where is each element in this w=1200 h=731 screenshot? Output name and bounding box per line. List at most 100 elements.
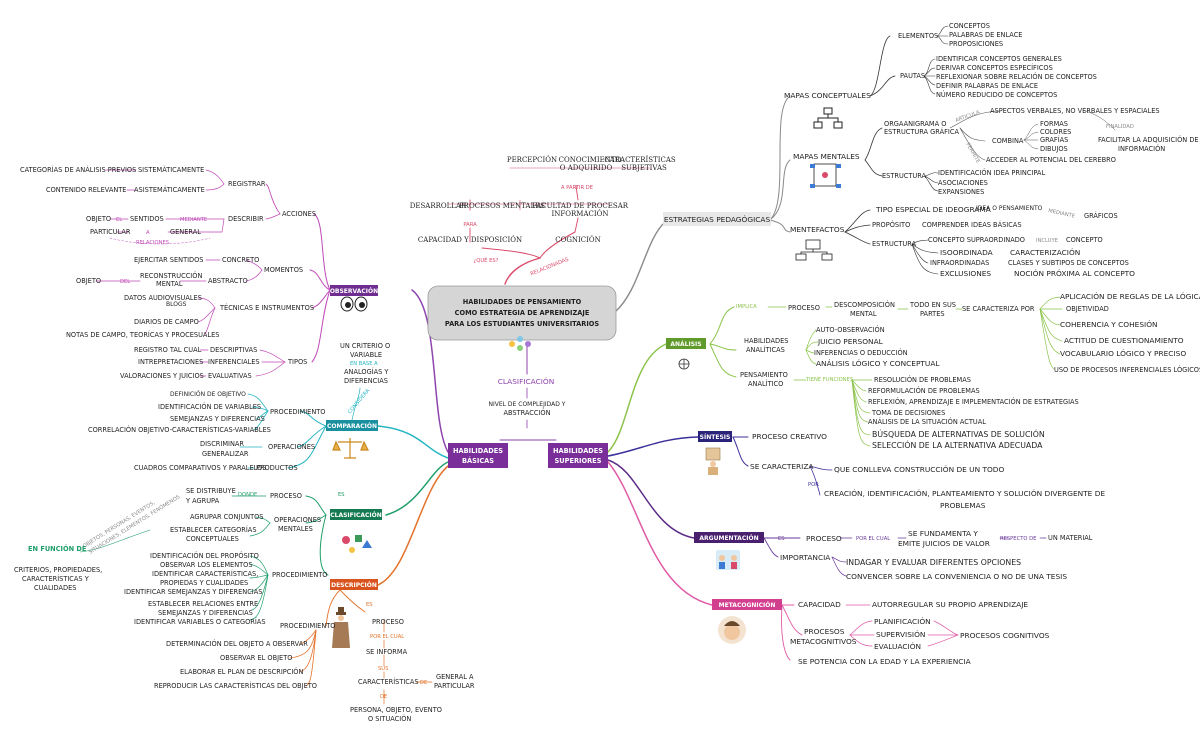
- a-connector: A: [146, 230, 150, 236]
- convencer-text: CONVENCER SOBRE LA CONVENIENCIA O NO DE …: [846, 572, 1067, 581]
- sistematicamente-text: SISTEMÁTICAMENTE: [138, 165, 204, 174]
- clasificacion-label: CLASIFICACIÓN: [330, 512, 382, 519]
- estrategias-node[interactable]: ESTRATEGIAS PEDAGÓGICAS: [663, 212, 771, 226]
- aspectos-text: ASPECTOS VERBALES, NO VERBALES Y ESPACIA…: [990, 107, 1160, 115]
- procesos-meta-line-1: PROCESOS: [804, 627, 845, 636]
- habilidades-an-line-2: ANALÍTICAS: [746, 345, 785, 354]
- pensamiento-an-line-1: PENSAMIENTO: [740, 371, 788, 379]
- informacion-text: INFORMACIÓN: [552, 209, 609, 218]
- funcion-2: REFORMULACIÓN DE PROBLEMAS: [868, 386, 980, 395]
- persona-line-1: PERSONA, OBJETO, EVENTO: [350, 706, 442, 714]
- acciones-label: ACCIONES: [282, 210, 316, 218]
- implica-connector: IMPLICA: [736, 304, 757, 310]
- general-a-line-1: GENERAL A: [436, 673, 474, 681]
- reconstruccion-line-1: RECONSTRUCCIÓN: [140, 271, 202, 280]
- que-es-connector: ¿QUÉ ES?: [474, 256, 499, 264]
- procesos-meta-line-2: METACOGNITIVOS: [790, 637, 857, 646]
- organigrama-line-1: ORGAANIGRAMA O: [884, 120, 946, 128]
- procedimiento-desc-label: PROCEDIMIENTO: [280, 622, 336, 630]
- elementos-label: ELEMENTOS: [898, 32, 938, 40]
- caracteristicas-text: CARACTERÍSTICAS: [604, 155, 676, 164]
- estrategias-label: ESTRATEGIAS PEDAGÓGICAS: [664, 215, 771, 224]
- sintesis-node[interactable]: SÍNTESIS: [698, 431, 732, 442]
- descomposicion-line-2: MENTAL: [850, 310, 877, 318]
- metacognicion-node[interactable]: METACOGNICIÓN: [712, 599, 782, 610]
- operaciones-comp-label: OPERACIONES: [268, 443, 315, 451]
- procesos-cognitivos-text: PROCESOS COGNITIVOS: [960, 631, 1050, 640]
- se-caracteriza-an-text: SE CARACTERIZA POR: [962, 305, 1035, 313]
- general-a-line-2: PARTICULAR: [434, 682, 475, 690]
- pensamiento-an-line-2: ANALÍTICO: [748, 379, 783, 388]
- proc-desc-item-3: ELABORAR EL PLAN DE DESCRIPCIÓN: [180, 667, 303, 676]
- habilidades-superiores-node[interactable]: HABILIDADES SUPERIORES: [548, 443, 608, 468]
- central-title-line-2: COMO ESTRATEGIA DE APRENDIZAJE: [455, 309, 590, 317]
- procedimiento-comp-label: PROCEDIMIENTO: [270, 408, 326, 416]
- brain-idea-icon: [678, 358, 690, 370]
- es-cls-connector: ES: [338, 492, 345, 498]
- articula-connector: ARTICULA: [955, 109, 981, 123]
- cognicion-text: COGNICIÓN: [555, 235, 601, 244]
- mediante-mf-connector: MEDIANTE: [1048, 208, 1076, 220]
- caracterizacion-text: CARACTERIZACIÓN: [1010, 248, 1080, 257]
- mapas-conceptuales-label: MAPAS CONCEPTUALES: [784, 91, 871, 100]
- analogias-line-1: ANALOGÍAS Y: [344, 367, 389, 376]
- estrategias-branch: ESTRATEGIAS PEDAGÓGICAS MAPAS CONCEPTUAL…: [663, 22, 1199, 278]
- elemento-item-3: PROPOSICIONES: [949, 40, 1003, 48]
- rasgo-5: VOCABULARIO LÓGICO Y PRECISO: [1060, 349, 1186, 358]
- mapas-mentales-label: MAPAS MENTALES: [793, 152, 860, 161]
- connector-lines: [79, 25, 1116, 705]
- definition-branch: PERCEPCIÓN CONOCIMIENTO O ADQUIRIDO CARA…: [410, 155, 676, 277]
- pautas-label: PAUTAS: [900, 72, 925, 80]
- comparacion-label: COMPARACIÓN: [327, 423, 377, 430]
- proceso-cls-label: PROCESO: [270, 492, 302, 500]
- funcion-5: ANÁLISIS DE LA SITUACIÓN ACTUAL: [868, 417, 986, 426]
- facultad-text: FACULTAD DE PROCESAR: [532, 202, 629, 210]
- percepcion-text: PERCEPCIÓN: [507, 155, 557, 164]
- analogias-line-2: DIFERENCIAS: [344, 377, 388, 385]
- proc-cls-item-1: IDENTIFICACIÓN DEL PROPÓSITO: [150, 551, 259, 560]
- hab-an-item-2: JUICIO PERSONAL: [817, 337, 884, 346]
- a-partir-connector: A PARTIR DE: [561, 185, 593, 191]
- superiores-line-1: HABILIDADES: [553, 447, 603, 455]
- proc-desc-item-4: REPRODUCIR LAS CARACTERÍSTICAS DEL OBJET…: [154, 681, 317, 690]
- central-topic[interactable]: HABILIDADES DE PENSAMIENTO COMO ESTRATEG…: [427, 285, 617, 341]
- tiene-funciones-connector: TIENE FUNCIONES: [805, 377, 853, 383]
- analisis-node[interactable]: ANÁLISIS: [666, 338, 706, 349]
- valoraciones-text: VALORACIONES Y JUICIOS: [120, 372, 204, 380]
- el-connector: EL: [116, 217, 122, 223]
- creacion-line-2: PROBLEMAS: [940, 501, 986, 510]
- habilidades-basicas-node[interactable]: HABILIDADES BÁSICAS: [448, 443, 508, 468]
- organigrama-line-2: ESTRUCTURA GRÁFICA: [884, 127, 959, 136]
- de2-connector: DE: [380, 694, 387, 700]
- indagar-text: INDAGAR Y EVALUAR DIFERENTES OPCIONES: [846, 558, 1021, 567]
- particular-text: PARTICULAR: [90, 228, 131, 236]
- categorias-text: CATEGORÍAS DE ANÁLISIS PREVIOS: [20, 165, 136, 174]
- caracteristicas-desc-text: CARACTERÍSTICAS: [358, 677, 419, 686]
- autorregular-text: AUTORREGULAR SU PROPIO APRENDIZAJE: [872, 600, 1028, 609]
- lightbulb-icons: [509, 336, 531, 351]
- proceso-an-label: PROCESO: [788, 304, 820, 312]
- tipo-ideograma-text: TIPO ESPECIAL DE IDEOGRAMA: [875, 205, 991, 214]
- clasificacion-root-label: CLASIFICACIÓN: [498, 377, 555, 386]
- clasificacion-node[interactable]: CLASIFICACIÓN: [330, 509, 382, 520]
- comparacion-node[interactable]: COMPARACIÓN: [326, 420, 378, 431]
- proc-comp-item-4: CORRELACIÓN OBJETIVO-CARACTERÍSTICAS-VAR…: [88, 425, 271, 434]
- sentidos-text: SENTIDOS: [130, 215, 164, 223]
- observacion-node[interactable]: OBSERVACIÓN: [330, 285, 378, 296]
- descripcion-node[interactable]: DESCRIPCIÓN: [330, 579, 378, 590]
- donde-connector: DONDE: [238, 492, 257, 498]
- registrar-label: REGISTRAR: [228, 180, 266, 188]
- observacion-label: OBSERVACIÓN: [330, 288, 378, 295]
- proc-cls-item-5: IDENTIFICAR SEMEJANZAS Y DIFERENCIAS: [124, 588, 262, 596]
- supraordinado-text: CONCEPTO SUPRAORDINADO: [928, 236, 1025, 244]
- basicas-line-2: BÁSICAS: [462, 456, 494, 465]
- agrupar-text: AGRUPAR CONJUNTOS: [190, 513, 264, 521]
- mentefacto-icon: [795, 239, 833, 261]
- proc-cls-item-2: OBSERVAR LOS ELEMENTOS: [160, 561, 253, 569]
- clasificacion-branch: CLASIFICACIÓN ES PROCESO DONDE SE DISTRI…: [14, 487, 382, 626]
- argumentacion-node[interactable]: ARGUMENTACIÓN: [694, 532, 764, 543]
- de-connector: DE: [420, 680, 427, 686]
- funcion-3: REFLEXIÓN, APRENDIZAJE E IMPLEMENTACIÓN …: [868, 397, 1079, 406]
- ejercitar-text: EJERCITAR SENTIDOS: [134, 256, 204, 264]
